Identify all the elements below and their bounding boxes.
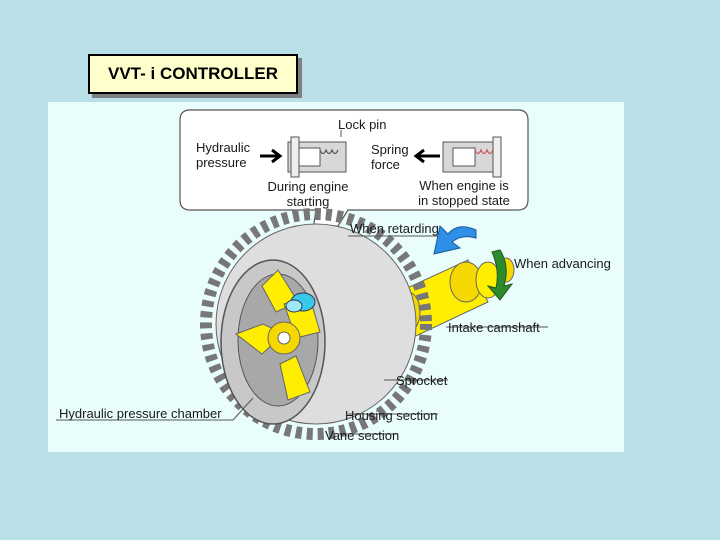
lock-pin-detail-starting [287,136,347,178]
diagram-panel: Lock pin Hydraulic pressure Spring force… [48,102,624,452]
label-spring-force: Spring force [371,142,409,172]
label-stopped-line1: When engine is [419,178,509,193]
label-hydraulic-line2: pressure [196,155,247,170]
hydraulic-arrow-icon [260,148,283,164]
label-hydraulic-pressure-chamber: Hydraulic pressure chamber [59,406,222,421]
label-hydraulic-line1: Hydraulic [196,140,251,155]
label-during-engine-starting: During engine starting [261,179,355,209]
spring-arrow-icon [413,148,440,164]
page-title: VVT- i CONTROLLER [108,64,278,83]
label-when-engine-stopped: When engine is in stopped state [412,178,516,208]
label-lock-pin: Lock pin [338,117,387,132]
label-during-line2: starting [286,194,330,209]
vvt-diagram [56,109,548,440]
title-box: VVT- i CONTROLLER [88,54,298,94]
label-spring-line1: Spring [371,142,409,157]
advance-arrow-icon [486,249,514,301]
label-spring-line2: force [371,157,400,172]
lock-pin-detail-stopped [442,136,502,178]
label-when-advancing: When advancing [514,256,611,271]
label-sprocket: Sprocket [396,373,448,388]
label-intake-camshaft: Intake camshaft [448,320,540,335]
label-during-line1: During engine [267,179,349,194]
retard-arrow-icon [433,224,477,255]
label-vane-section: Vane section [325,428,400,443]
label-stopped-line2: in stopped state [418,193,510,208]
label-when-retarding: When retarding [350,221,439,236]
label-hydraulic-pressure: Hydraulic pressure [196,140,250,170]
lock-pin [285,292,316,313]
leader-lines [56,130,548,435]
label-housing-section: Housing section [345,408,438,423]
